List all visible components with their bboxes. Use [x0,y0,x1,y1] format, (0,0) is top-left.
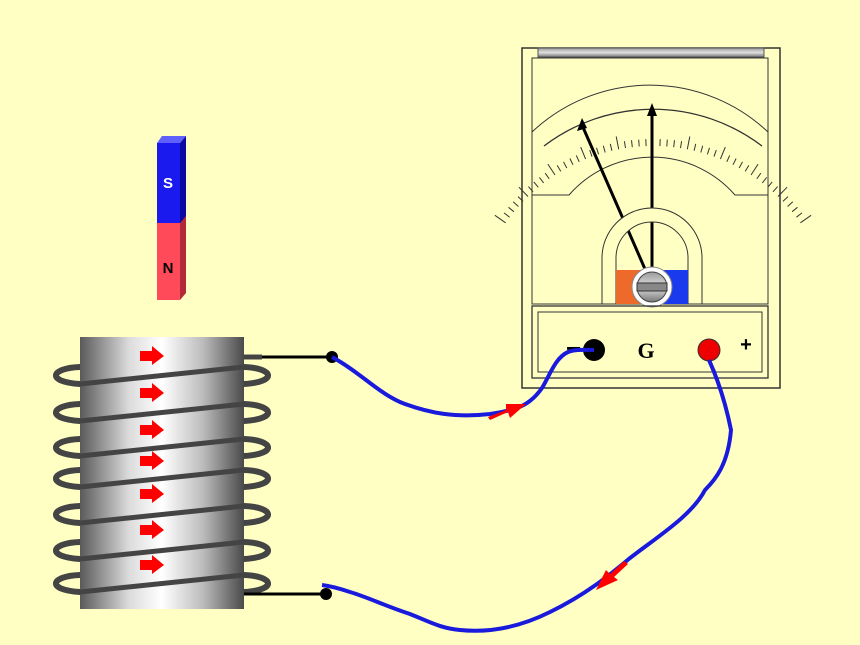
scale-tick [666,139,668,147]
bar-magnet[interactable]: S N [157,136,186,300]
scale-tick [508,206,515,213]
scale-ticks [494,133,812,224]
scale-tick [615,136,620,150]
scale-tick [706,147,710,155]
scale-tick [767,181,773,188]
scale-tick [738,161,743,169]
pointer-zero-head [647,103,657,116]
scale-tick [518,186,529,197]
scale-tick [563,161,568,169]
scale-tick [796,212,803,218]
scale-tick [680,141,683,149]
galvanometer-symbol: G [637,338,654,363]
galvanometer-top-rail [537,47,765,58]
pointer-deflected-head [577,118,587,131]
scale-tick [777,186,788,197]
magnet-top-face [157,136,186,143]
scale-tick [686,136,691,150]
scale-tick [787,201,794,207]
coil-bottom-terminal[interactable] [320,588,332,600]
magnet-south-side [180,136,186,230]
coil-front-windings [79,354,262,595]
scale-tick [750,163,759,176]
scale-tick [575,155,580,163]
galvanometer: − G + [494,47,812,389]
scale-tick [782,196,789,202]
meter-pivot-slot [636,282,668,292]
negative-terminal-label: − [566,333,581,363]
scale-tick [589,149,593,157]
coil-leads [244,355,332,596]
scale-tick [494,214,506,224]
scale-tick [556,165,562,172]
scale-tick [623,141,626,149]
scale-tick [539,177,545,184]
wire-current-arrow-bottom [596,561,628,590]
scale-tick [503,212,510,218]
scale-tick [580,146,587,160]
south-pole-label: S [163,175,173,192]
terminal-panel-inner [537,311,763,373]
scale-tick [547,163,556,176]
magnet-north-pole [157,223,180,300]
north-pole-label: N [163,260,174,277]
meter-horseshoe-magnet [601,207,703,305]
scale-tick [517,196,524,202]
scale-tick [512,201,519,207]
scale-tick [756,172,762,180]
scale-tick [761,177,767,184]
pointer-deflected [580,124,654,286]
wire-current-arrow-top [488,404,526,420]
scale-tick [744,165,750,172]
magnet-south-pole [157,143,180,223]
scale-tick [638,139,640,147]
scale-tick [726,155,731,163]
scale-tick [800,214,812,224]
coil-current-arrows [140,346,164,574]
scale-tick [719,146,726,160]
scale-tick [631,140,633,148]
scale-tick [693,143,697,151]
scale-tick [609,143,613,151]
scale-tick [569,158,574,166]
magnet-north-side [180,216,186,300]
coil-back-windings [53,364,271,595]
positive-terminal[interactable] [697,338,721,362]
scale-tick [713,149,717,157]
scale-tick [533,181,539,188]
scale-tick [602,145,606,153]
positive-terminal-label: + [740,334,752,356]
wire-positive-to-coil[interactable] [321,359,733,633]
scale-tick [673,140,675,148]
terminal-panel-outer [531,305,769,379]
scale-tick [596,147,600,155]
scale-plate [531,84,769,196]
scale-tick [700,145,704,153]
scale-tick [528,186,534,193]
scale-tick [772,186,778,193]
scale-tick [791,206,798,213]
scale-tick [544,172,550,180]
scale-tick [732,158,737,166]
